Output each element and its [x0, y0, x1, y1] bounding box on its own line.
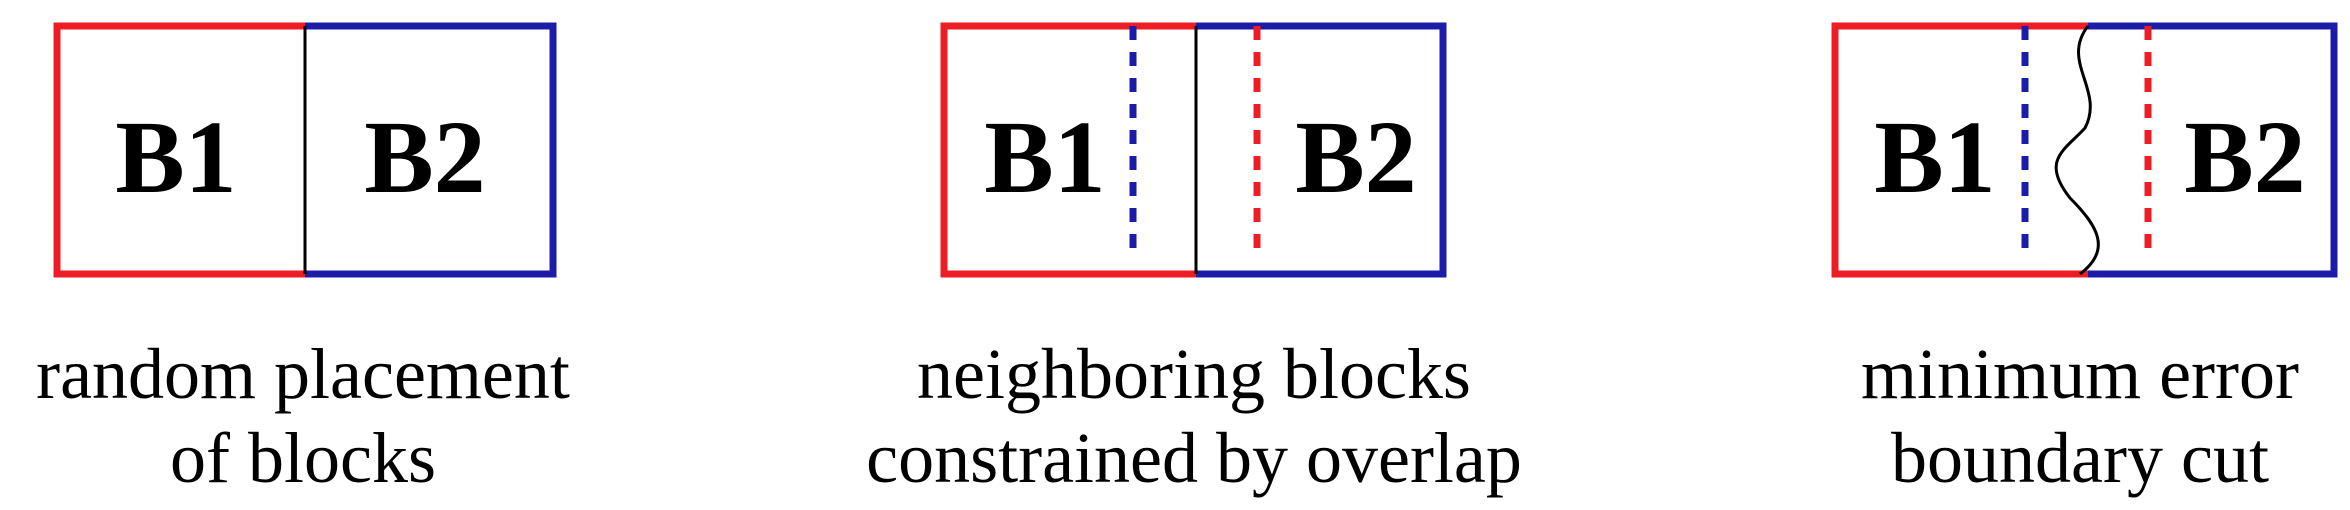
- caption-minimum-error-cut: minimum error boundary cut: [1700, 332, 2350, 500]
- block-b1-outline: [940, 22, 1196, 278]
- panel-minimum-error-cut: B1 B2: [1831, 22, 2338, 278]
- block-b1-outline: [53, 22, 305, 278]
- caption-line: of blocks: [170, 418, 436, 499]
- block-b1-label: B1: [1874, 100, 1995, 215]
- block-b2-outline: [2088, 22, 2338, 278]
- block-b2-outline: [1196, 22, 1447, 278]
- block-b1-label: B1: [115, 100, 236, 215]
- block-b2-label: B2: [2184, 100, 2305, 215]
- caption-line: neighboring blocks: [917, 334, 1471, 414]
- caption-line: boundary cut: [1891, 418, 2269, 499]
- caption-line: random placement: [36, 334, 570, 414]
- caption-overlap-constraint: neighboring blocks constrained by overla…: [814, 332, 1574, 500]
- block-b2-label: B2: [1295, 100, 1416, 215]
- caption-line: constrained by overlap: [866, 418, 1522, 499]
- caption-random-placement: random placement of blocks: [0, 332, 683, 500]
- caption-line: minimum error: [1861, 334, 2299, 414]
- panel-random-placement: B1 B2: [53, 22, 557, 278]
- block-b1-outline: [1831, 22, 2088, 278]
- block-b2-outline: [305, 22, 557, 278]
- block-b2-label: B2: [364, 100, 485, 215]
- minimum-error-boundary-cut: [2054, 25, 2100, 276]
- panel-overlap-constraint: B1 B2: [940, 22, 1447, 278]
- block-b1-label: B1: [984, 100, 1105, 215]
